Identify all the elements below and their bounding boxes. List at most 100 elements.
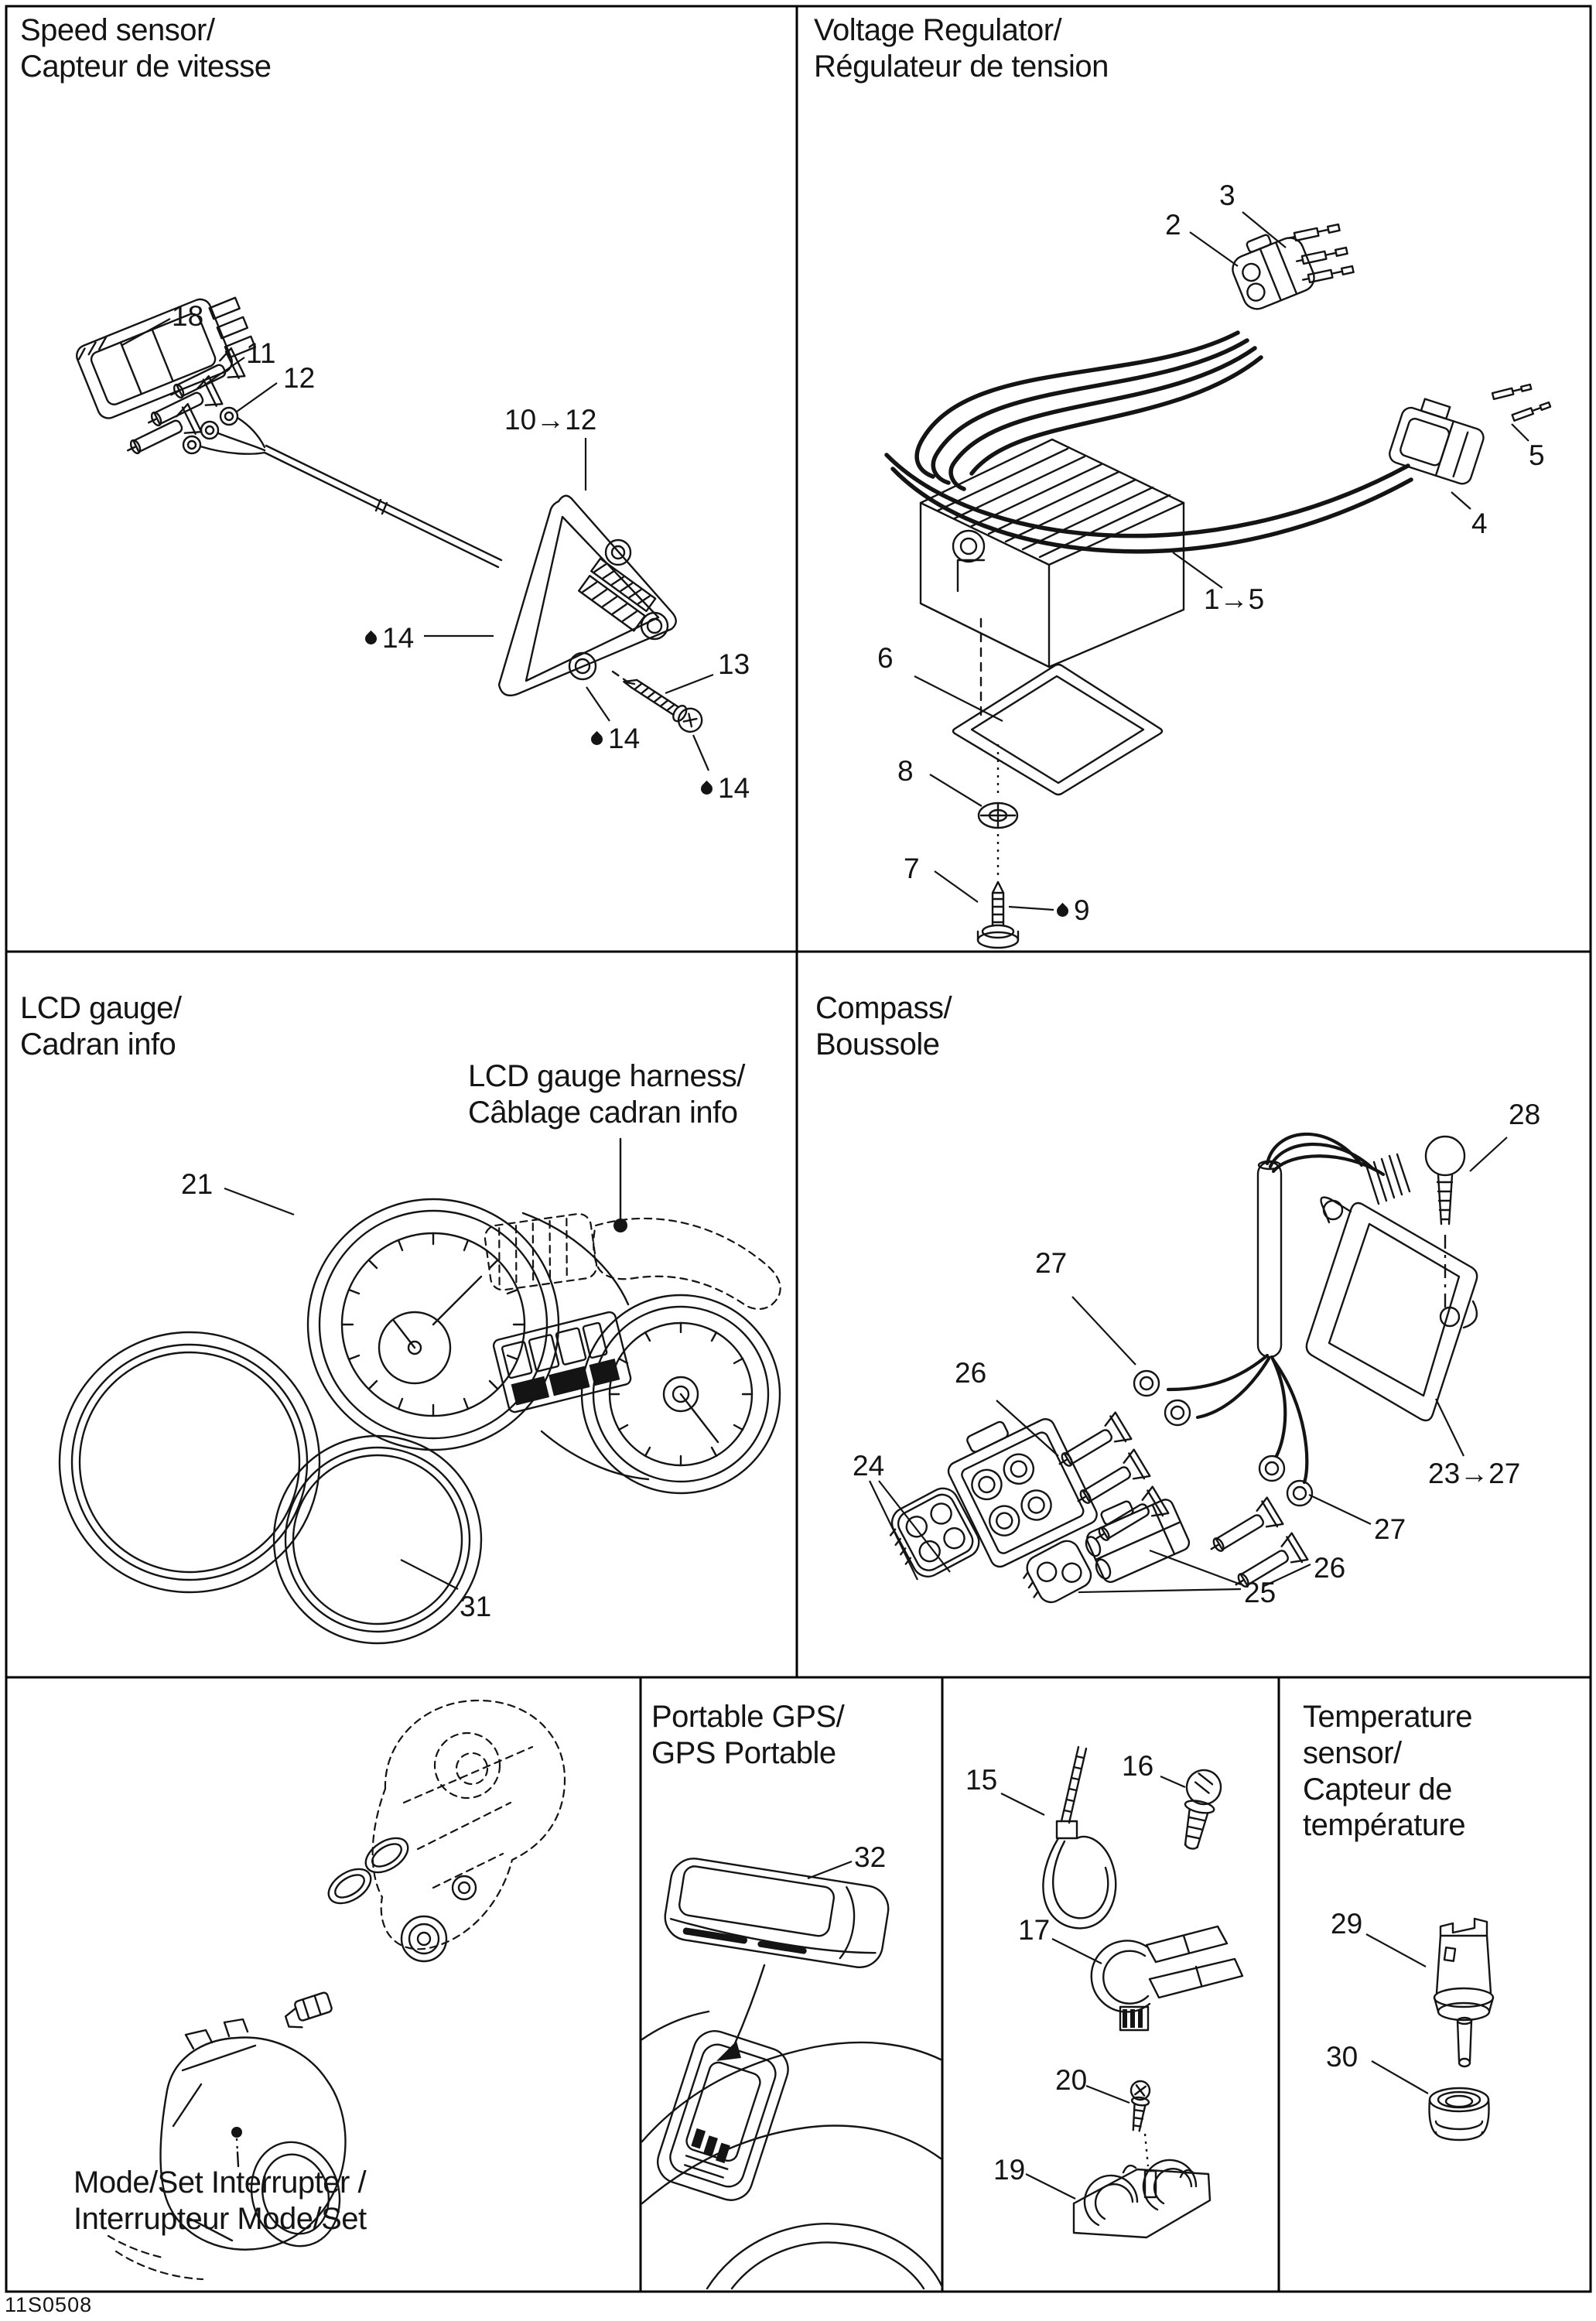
part-number: 27 xyxy=(1035,1247,1068,1279)
part-label-26: 26 xyxy=(1314,1552,1345,1584)
part-label-26: 26 xyxy=(955,1357,986,1390)
panel-title-line: Mode/Set Interrupter / xyxy=(73,2165,367,2200)
part-number: 11 xyxy=(246,337,276,369)
panel-title-portable-gps: Portable GPS/GPS Portable xyxy=(651,1699,845,1772)
part-label-4: 4 xyxy=(1471,508,1488,540)
part-label-8: 8 xyxy=(897,755,914,788)
part-label-29: 29 xyxy=(1331,1908,1362,1940)
part-number: 4 xyxy=(1471,508,1488,539)
part-number: 15 xyxy=(965,1764,998,1796)
part-number: 5 xyxy=(1529,439,1545,471)
part-number: 23→27 xyxy=(1428,1458,1521,1489)
part-number: 24 xyxy=(853,1450,885,1482)
part-label-11: 11 xyxy=(246,337,275,370)
panel-title-line: Cadran info xyxy=(20,1027,176,1061)
part-label-12: 12 xyxy=(283,362,315,395)
part-number: 13 xyxy=(718,648,750,680)
portable-gps-art xyxy=(641,1858,944,2290)
panel-title-speed-sensor: Speed sensor/Capteur de vitesse xyxy=(20,12,272,85)
voltage-regulator-art xyxy=(884,223,1552,949)
part-label-9: 9 xyxy=(1054,894,1090,927)
part-number: 1→5 xyxy=(1204,583,1265,615)
part-number: 10→12 xyxy=(504,404,597,436)
part-number: 14 xyxy=(382,622,415,654)
panel-title-line: Speed sensor/ xyxy=(20,13,215,47)
clamps-art xyxy=(1042,1745,1244,2239)
panel-title-line: sensor/ xyxy=(1303,1735,1402,1770)
part-label-10→12: 10→12 xyxy=(504,404,596,436)
panel-title-line: LCD gauge harness/ xyxy=(468,1059,745,1093)
part-number: 19 xyxy=(993,2154,1026,2186)
part-label-14: 14 xyxy=(698,772,750,805)
oil-drop-icon xyxy=(1054,902,1071,919)
panel-title-line: Voltage Regulator/ xyxy=(814,13,1062,47)
part-number: 14 xyxy=(608,723,641,754)
part-number: 2 xyxy=(1165,209,1181,241)
part-label-3: 3 xyxy=(1219,179,1235,212)
part-label-14: 14 xyxy=(588,723,641,755)
part-label-14: 14 xyxy=(362,622,415,655)
part-label-32: 32 xyxy=(854,1841,886,1874)
part-label-27: 27 xyxy=(1374,1513,1406,1546)
part-number: 12 xyxy=(283,362,316,394)
panel-title-line: Boussole xyxy=(815,1027,940,1061)
part-label-25: 25 xyxy=(1244,1577,1276,1609)
panel-title-line: Interrupteur Mode/Set xyxy=(73,2201,367,2236)
panel-title-mode-set: Mode/Set Interrupter /Interrupteur Mode/… xyxy=(73,2165,367,2237)
oil-drop-icon xyxy=(588,730,606,747)
part-number: 32 xyxy=(854,1841,887,1873)
part-label-1→5: 1→5 xyxy=(1204,583,1264,616)
part-label-13: 13 xyxy=(718,648,750,681)
part-label-30: 30 xyxy=(1326,2041,1358,2073)
speed-sensor-art xyxy=(76,296,703,733)
panel-title-lcd-gauge: LCD gauge/Cadran info xyxy=(20,990,182,1063)
part-number: 26 xyxy=(1314,1552,1346,1584)
part-label-23→27: 23→27 xyxy=(1428,1458,1520,1490)
panel-title-line: LCD gauge/ xyxy=(20,991,182,1025)
part-number: 9 xyxy=(1074,894,1090,926)
panel-title-lcd-gauge-harness: LCD gauge harness/Câblage cadran info xyxy=(468,1058,745,1131)
part-number: 20 xyxy=(1055,2064,1088,2096)
leader-lines xyxy=(121,211,1529,2200)
panel-title-line: Câblage cadran info xyxy=(468,1095,738,1130)
part-number: 31 xyxy=(460,1591,492,1622)
part-number: 18 xyxy=(172,300,204,332)
panel-title-compass: Compass/Boussole xyxy=(815,990,952,1063)
part-number: 17 xyxy=(1018,1914,1051,1946)
lcd-gauge-art xyxy=(58,1137,781,1645)
part-label-31: 31 xyxy=(460,1591,491,1623)
compass-art xyxy=(889,1132,1478,1604)
part-label-24: 24 xyxy=(853,1450,884,1482)
part-number: 16 xyxy=(1122,1750,1154,1782)
panel-title-line: Capteur de vitesse xyxy=(20,49,272,84)
panel-title-line: Compass/ xyxy=(815,991,952,1025)
panel-title-line: Régulateur de tension xyxy=(814,49,1109,84)
part-label-7: 7 xyxy=(904,853,920,885)
temperature-sensor-art xyxy=(1428,1917,1495,2142)
panel-title-line: GPS Portable xyxy=(651,1735,836,1770)
part-label-27: 27 xyxy=(1035,1247,1067,1280)
part-label-28: 28 xyxy=(1509,1099,1540,1131)
part-label-2: 2 xyxy=(1165,209,1181,241)
part-label-15: 15 xyxy=(965,1764,997,1796)
part-number: 25 xyxy=(1244,1577,1276,1608)
panel-title-line: Capteur de xyxy=(1303,1772,1452,1807)
diagram-grid xyxy=(5,5,1592,2293)
part-label-5: 5 xyxy=(1529,439,1545,472)
part-label-20: 20 xyxy=(1055,2064,1087,2097)
part-label-18: 18 xyxy=(172,300,203,333)
panel-title-line: température xyxy=(1303,1808,1466,1843)
part-number: 26 xyxy=(955,1357,987,1389)
panel-title-line: Portable GPS/ xyxy=(651,1700,845,1734)
panel-title-voltage-regulator: Voltage Regulator/Régulateur de tension xyxy=(814,12,1109,85)
part-number: 21 xyxy=(181,1168,214,1200)
part-label-16: 16 xyxy=(1122,1750,1153,1783)
oil-drop-icon xyxy=(698,780,716,797)
part-number: 29 xyxy=(1331,1908,1363,1940)
part-label-19: 19 xyxy=(993,2154,1025,2186)
oil-drop-icon xyxy=(362,630,380,647)
drawing-number: 11S0508 xyxy=(5,2293,93,2316)
part-number: 6 xyxy=(877,642,894,674)
